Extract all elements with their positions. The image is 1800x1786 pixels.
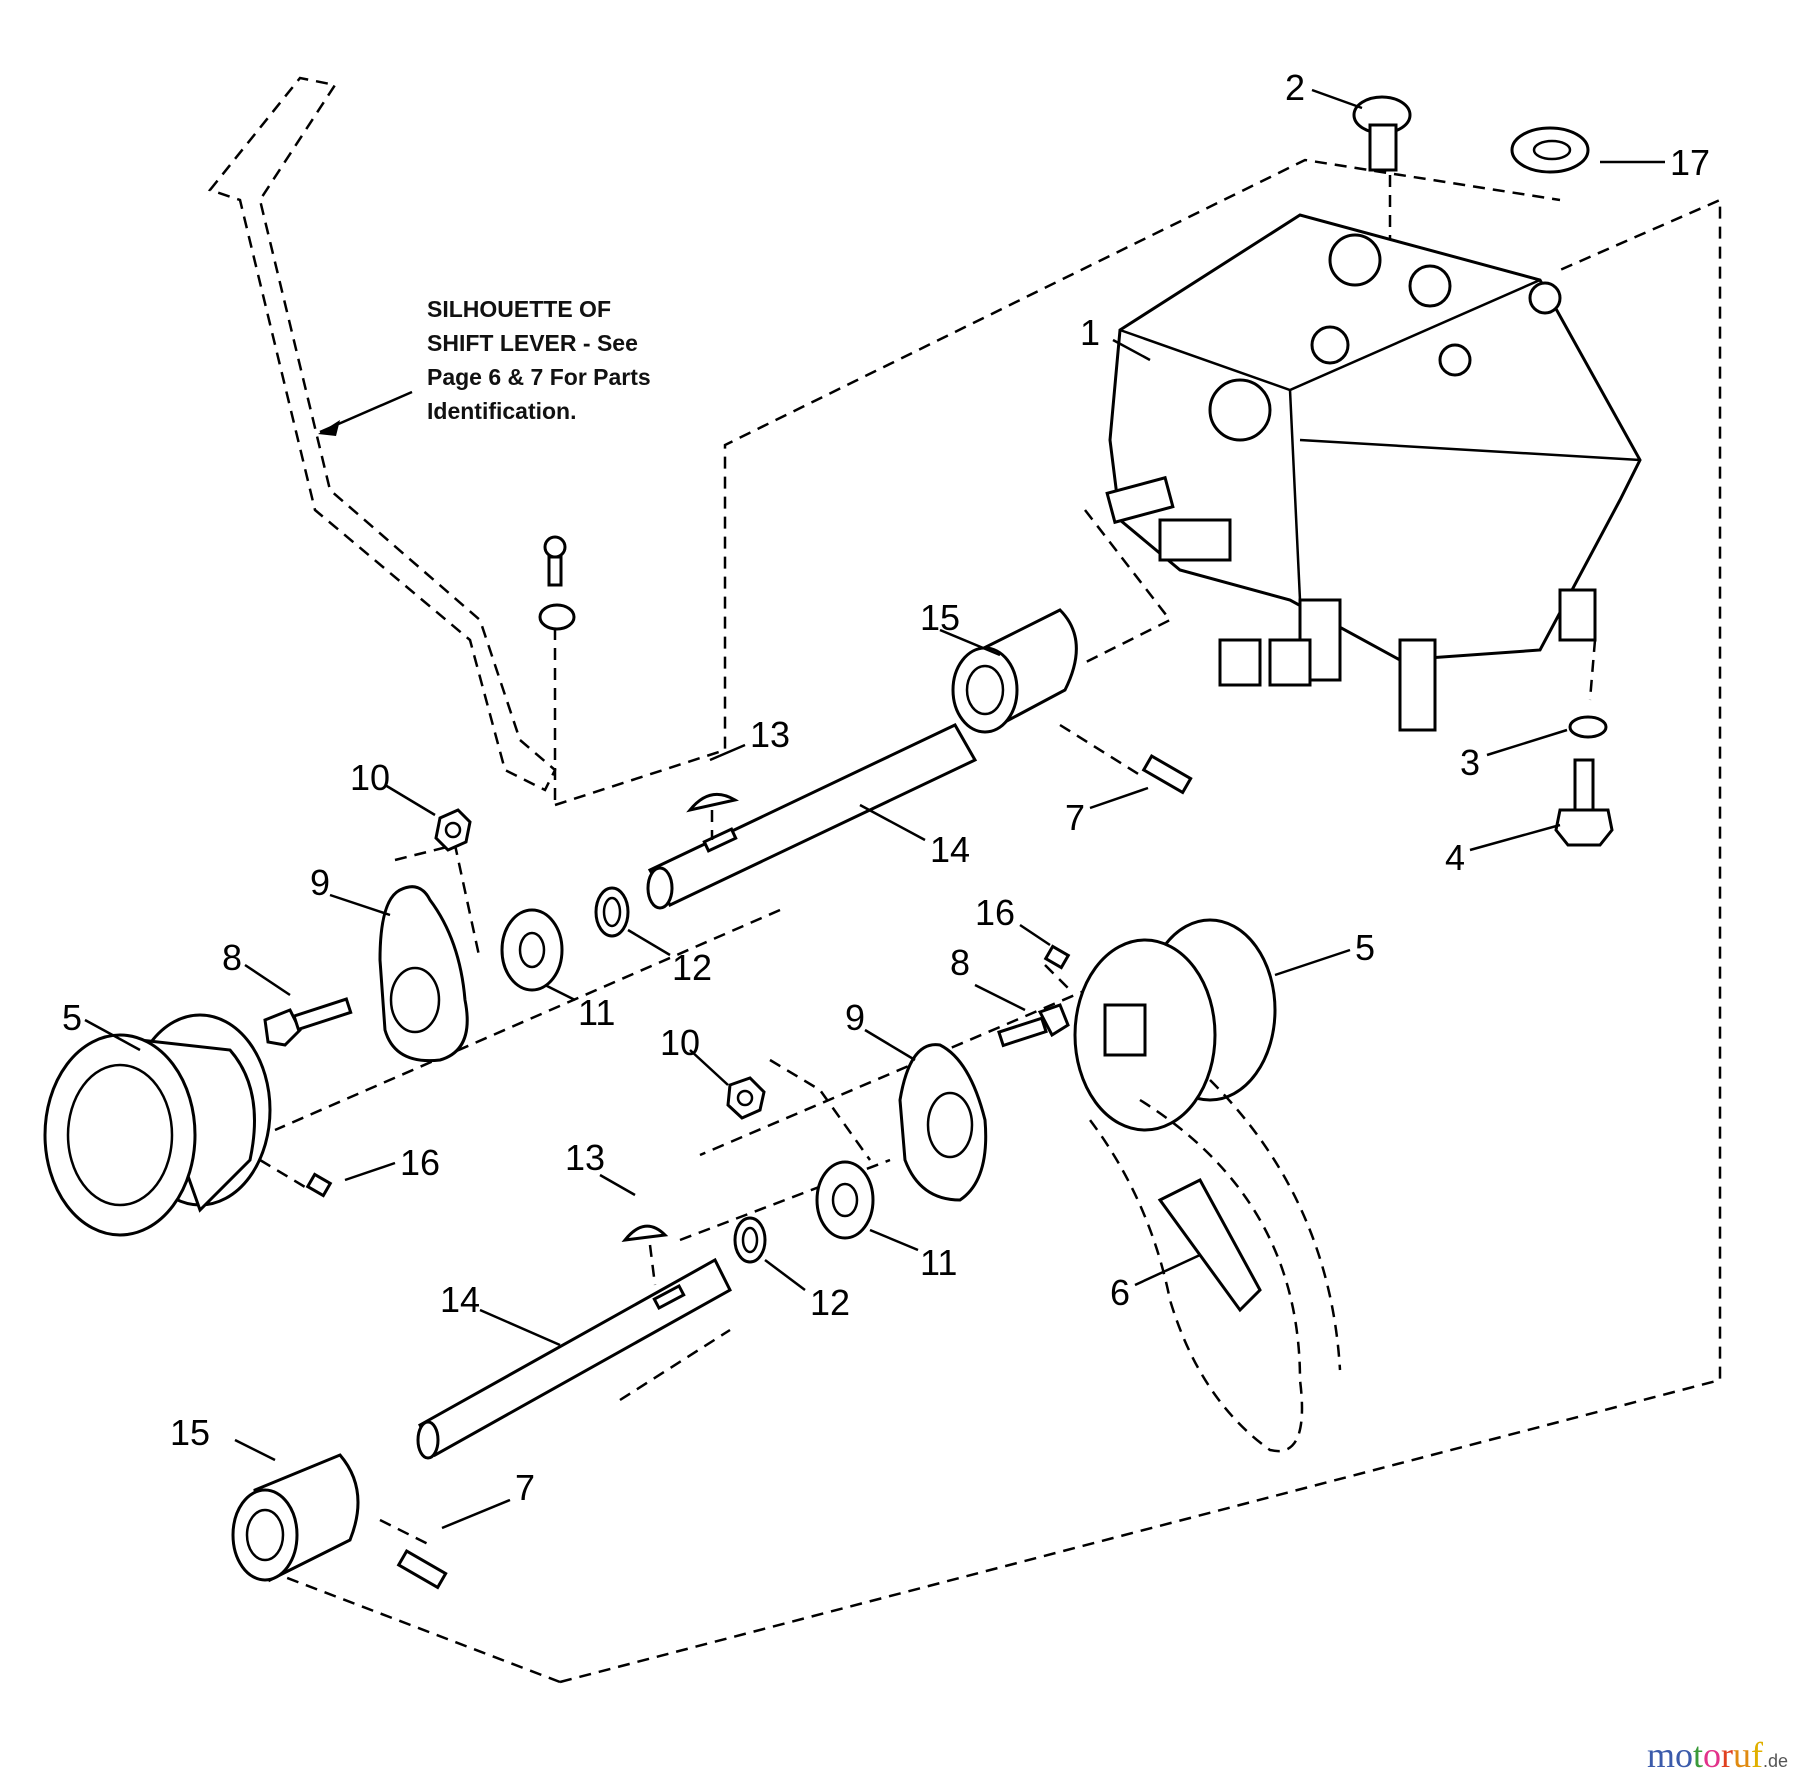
clip-lower bbox=[733, 1216, 767, 1264]
callout-7-upper: 7 bbox=[1065, 797, 1085, 838]
watermark-suffix: .de bbox=[1762, 1751, 1788, 1771]
callout-4: 4 bbox=[1445, 837, 1465, 878]
drain-plug bbox=[1352, 95, 1412, 240]
washer-3 bbox=[1568, 715, 1608, 739]
watermark-letters: motoruf bbox=[1647, 1735, 1763, 1775]
callout-5-right: 5 bbox=[1355, 927, 1375, 968]
key-upper bbox=[686, 792, 739, 840]
callout-10-lower: 10 bbox=[660, 1022, 700, 1063]
callout-8-right: 8 bbox=[950, 942, 970, 983]
flange-upper bbox=[378, 885, 469, 1063]
callout-3: 3 bbox=[1460, 742, 1480, 783]
shift-lever-note: SILHOUETTE OF SHIFT LEVER - See Page 6 &… bbox=[427, 296, 651, 424]
watermark-letter: t bbox=[1692, 1735, 1703, 1775]
callout-8-left: 8 bbox=[222, 937, 242, 978]
callout-15-lower: 15 bbox=[170, 1412, 210, 1453]
pulley-right bbox=[1073, 918, 1277, 1132]
bearing-upper bbox=[500, 908, 564, 992]
watermark-letter: f bbox=[1750, 1735, 1763, 1775]
callout-12-lower: 12 bbox=[810, 1282, 850, 1323]
coupler-upper bbox=[951, 608, 1078, 734]
bolt-upper bbox=[263, 997, 353, 1047]
callout-7-lower: 7 bbox=[515, 1467, 535, 1508]
callout-17: 17 bbox=[1670, 142, 1710, 183]
nut-lower bbox=[726, 1076, 766, 1120]
callout-16-left: 16 bbox=[400, 1142, 440, 1183]
shaft-lower bbox=[416, 1257, 732, 1460]
shaft-upper bbox=[646, 723, 978, 910]
transmission-housing bbox=[1105, 213, 1642, 732]
coupler-lower bbox=[231, 1453, 360, 1583]
callout-11-upper: 11 bbox=[578, 992, 615, 1033]
pulley-left bbox=[43, 1013, 272, 1237]
set-screw-left bbox=[305, 1172, 333, 1198]
callout-13-lower: 13 bbox=[565, 1137, 605, 1178]
bolt-4 bbox=[1554, 758, 1614, 847]
callout-2: 2 bbox=[1285, 67, 1305, 108]
flange-lower bbox=[898, 1043, 988, 1202]
callout-14-lower: 14 bbox=[440, 1279, 480, 1320]
washer-17 bbox=[1510, 126, 1590, 174]
key-lower bbox=[621, 1224, 669, 1286]
bolt-lower bbox=[997, 1003, 1070, 1048]
callout-12-upper: 12 bbox=[672, 947, 712, 988]
clip-upper bbox=[594, 886, 630, 938]
callout-11-lower: 11 bbox=[920, 1242, 957, 1283]
callout-labels: 1 2 3 4 5 5 6 7 7 8 8 9 9 10 10 11 11 12… bbox=[62, 67, 1710, 1508]
watermark-logo: motoruf.de bbox=[1647, 1734, 1788, 1776]
callout-9-lower: 9 bbox=[845, 997, 865, 1038]
lever-screw bbox=[538, 535, 576, 631]
watermark-letter: u bbox=[1732, 1735, 1751, 1775]
callout-13-upper: 13 bbox=[750, 714, 790, 755]
callout-1: 1 bbox=[1080, 312, 1100, 353]
leader-lines bbox=[84, 88, 1665, 1530]
callout-6: 6 bbox=[1110, 1272, 1130, 1313]
watermark-letter: m bbox=[1646, 1735, 1675, 1775]
callout-14-upper: 14 bbox=[930, 829, 970, 870]
nut-upper bbox=[434, 808, 472, 852]
callout-9-upper: 9 bbox=[310, 862, 330, 903]
set-screw-right bbox=[1043, 944, 1071, 970]
callout-16-right: 16 bbox=[975, 892, 1015, 933]
watermark-letter: o bbox=[1702, 1735, 1721, 1775]
callout-15-upper: 15 bbox=[920, 597, 960, 638]
shift-lever-silhouette bbox=[207, 76, 557, 792]
drive-belt bbox=[1088, 1079, 1342, 1453]
bearing-lower bbox=[815, 1160, 875, 1240]
callout-5-left: 5 bbox=[62, 997, 82, 1038]
callout-10-upper: 10 bbox=[350, 757, 390, 798]
watermark-letter: r bbox=[1720, 1735, 1733, 1775]
set-screw-lower bbox=[396, 1549, 448, 1590]
watermark-letter: o bbox=[1674, 1735, 1693, 1775]
set-screw-upper bbox=[1141, 754, 1193, 795]
